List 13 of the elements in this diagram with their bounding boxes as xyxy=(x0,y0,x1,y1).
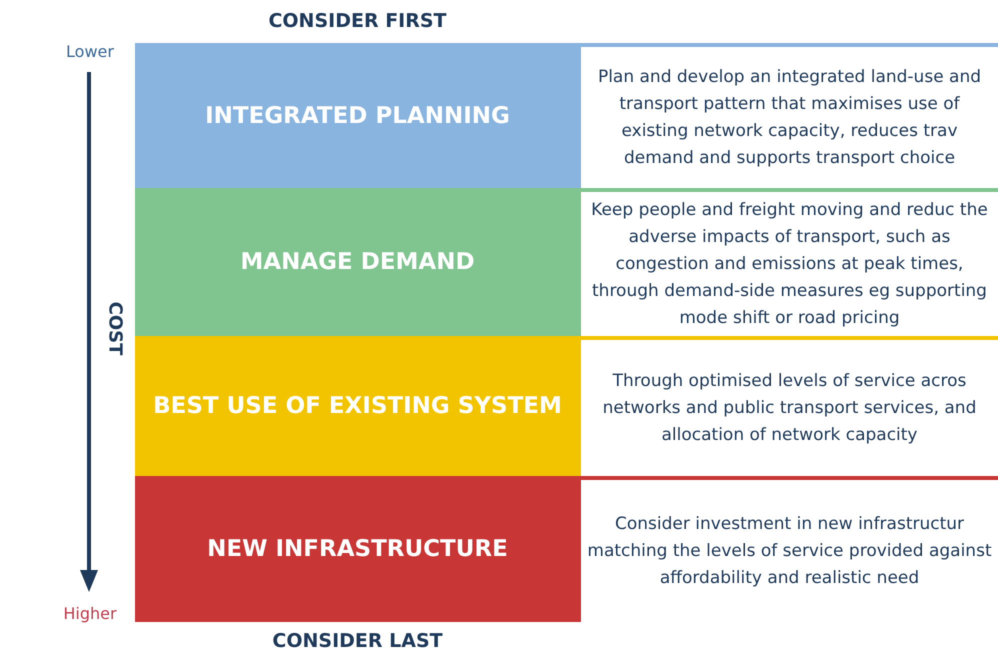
description-text: Keep people and freight moving and reduc the adverse impacts of transport, such as congestion and emissions at peak times, through demand-side measures eg supporting mode shift or road pricing xyxy=(590,198,989,330)
scale-label: Lower xyxy=(65,42,115,61)
heading: CONSIDER FIRST xyxy=(267,10,448,32)
description-text: Consider investment in new infrastructur matching the levels of service provided against affordability and realistic need xyxy=(587,512,992,590)
description-text: Through optimised levels of service acros networks and public transport services, and allocation of network capacity xyxy=(602,370,978,446)
category-band: MANAGE DEMAND xyxy=(135,188,580,336)
category-band: NEW INFRASTRUCTURE xyxy=(135,476,580,622)
axis-label: COST xyxy=(104,300,126,358)
category-band: BEST USE OF EXISTING SYSTEM xyxy=(135,336,580,476)
heading: CONSIDER LAST xyxy=(271,630,444,652)
category-band: INTEGRATED PLANNING xyxy=(135,43,580,188)
description-text: Plan and develop an integrated land-use and transport pattern that maximises use of existing network capacity, reduces trav demand and supports transport choice xyxy=(596,66,982,170)
scale-label: Higher xyxy=(62,604,118,623)
